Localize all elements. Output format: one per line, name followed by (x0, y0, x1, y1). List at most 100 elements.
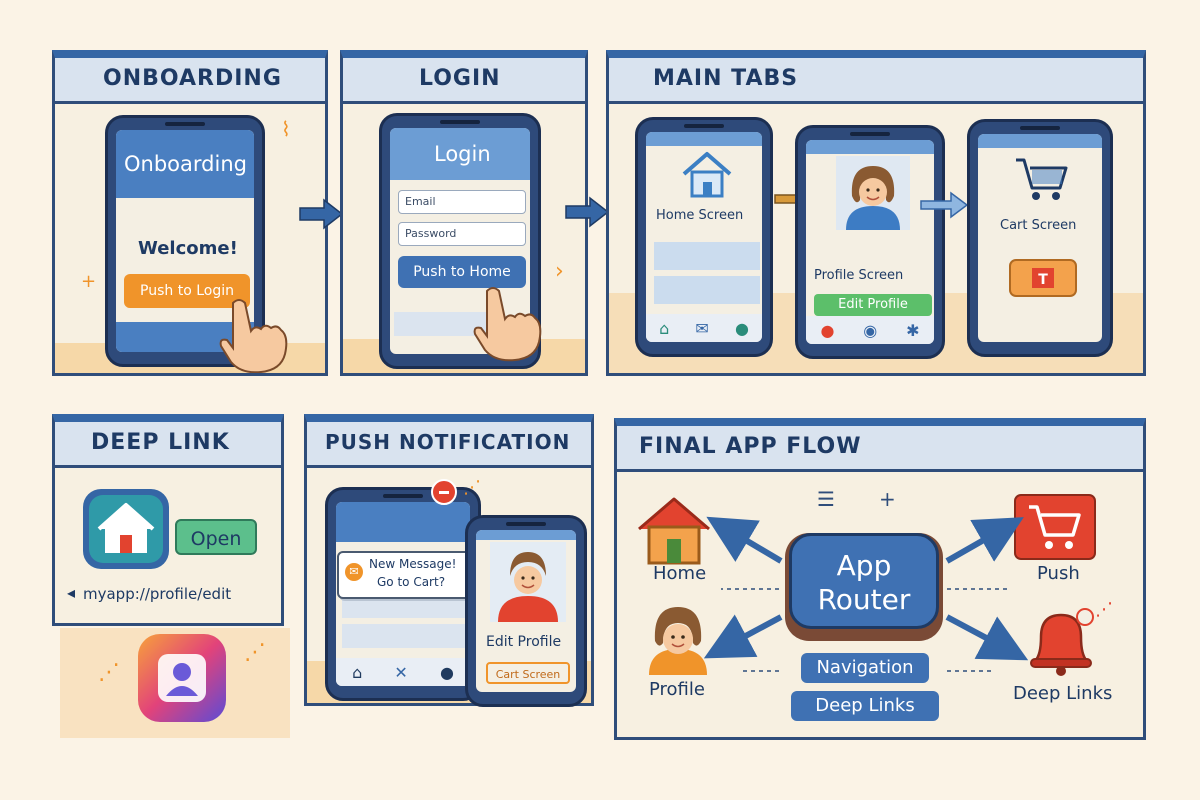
list-icon: ☰ (817, 487, 835, 511)
main-tabs-header: MAIN TABS (606, 50, 1146, 104)
sparkle-icon: ⋰ (463, 477, 481, 498)
open-link-button[interactable]: Open (175, 519, 257, 555)
sparkle-icon: ⋰ (1095, 599, 1113, 620)
tab-app-icon[interactable]: ✕ (394, 662, 408, 682)
router-line2: Router (817, 583, 911, 616)
sparkle-icon: ⌇ (281, 117, 291, 141)
profile-screen-label: Profile Screen (814, 268, 904, 283)
content-block (654, 276, 760, 304)
edit-profile-phone: Edit Profile Cart Screen (465, 515, 587, 707)
edit-profile-button[interactable]: Edit Profile (814, 294, 932, 316)
main-tabs-title: MAIN TABS (653, 66, 799, 91)
home-screen: Home Screen ⌂ ✉ ● (646, 132, 762, 342)
arrow-login-to-main-tabs (565, 196, 610, 228)
tab-search-icon[interactable]: ◉ (863, 320, 878, 340)
cart-phone: Cart Screen T (967, 119, 1113, 357)
plus-icon: + (81, 271, 97, 292)
profile-screen: Profile Screen Edit Profile ● ◉ ✱ (806, 140, 934, 344)
arrow-left-icon: ◂ (67, 583, 76, 602)
profile-phone: Profile Screen Edit Profile ● ◉ ✱ (795, 125, 945, 359)
house-app-icon[interactable] (81, 487, 171, 571)
notification-tab-bar: ⌂ ✕ ● (336, 658, 470, 686)
mail-icon: ✉ (345, 563, 363, 581)
push-node-label: Push (1037, 563, 1080, 584)
edit-profile-label: Edit Profile (486, 634, 562, 650)
deep-link-panel: DEEP LINK Open myapp://profile/edit ◂ (52, 414, 284, 626)
tab-mail-icon[interactable]: ✉ (695, 318, 709, 338)
cart-screen-header (978, 134, 1102, 148)
cart-screen-label: Cart Screen (1000, 218, 1077, 233)
deep-link-header: DEEP LINK (52, 414, 284, 468)
push-to-home-button[interactable]: Push to Home (398, 256, 526, 288)
arrow-router-to-profile (703, 614, 783, 659)
sparkle-icon: ⋰ (98, 660, 120, 685)
pointing-hand-icon (473, 287, 542, 362)
home-phone: Home Screen ⌂ ✉ ● (635, 117, 773, 357)
onboarding-header: ONBOARDING (52, 50, 328, 104)
content-block (342, 624, 470, 648)
notification-line1: New Message! (369, 557, 457, 571)
house-icon (682, 152, 732, 198)
cart-screen-button[interactable]: Cart Screen (486, 662, 570, 684)
onboarding-screen: Onboarding Welcome! Push to Login (116, 130, 254, 352)
tab-profile-icon[interactable]: ● (734, 318, 749, 338)
onboarding-screen-title: Onboarding (124, 152, 247, 176)
push-to-login-button[interactable]: Push to Login (124, 274, 250, 308)
app-router-node[interactable]: App Router (785, 533, 943, 641)
home-tab-bar: ⌂ ✉ ● (646, 314, 762, 342)
arrow-router-to-home (706, 516, 783, 564)
push-notification-panel: PUSH NOTIFICATION ⌂ ✕ ● ✉ New Message! G… (304, 414, 594, 707)
arrow-onboarding-to-login (299, 198, 344, 230)
email-field[interactable]: Email (398, 190, 526, 214)
onboarding-phone: Onboarding Welcome! Push to Login (105, 115, 265, 367)
chevron-right-icon: › (555, 259, 564, 284)
tab-home-icon[interactable]: ⌂ (352, 662, 363, 682)
sparkle-icon: ⋰ (244, 640, 266, 665)
plus-icon: + (879, 487, 896, 511)
tab-profile-icon[interactable]: ● (820, 320, 835, 340)
notification-badge-icon (431, 479, 457, 505)
router-line1: App (836, 549, 892, 582)
notification-banner[interactable]: ✉ New Message! Go to Cart? (337, 551, 483, 599)
tab-home-icon[interactable]: ⌂ (659, 318, 670, 338)
arrow-router-to-deep-links (945, 614, 1029, 661)
login-header: LOGIN (340, 50, 588, 104)
house-icon (638, 497, 710, 565)
final-flow-panel: FINAL APP FLOW ☰ + App Router Navigation… (614, 418, 1146, 740)
avatar-icon (490, 542, 566, 622)
arrow-profile-to-cart (920, 191, 969, 219)
svg-text:T: T (1038, 272, 1048, 288)
password-field[interactable]: Password (398, 222, 526, 246)
home-screen-label: Home Screen (656, 208, 744, 223)
edit-profile-screen: Edit Profile Cart Screen (476, 530, 576, 692)
pointing-hand-icon (219, 299, 288, 373)
deep-link-url: myapp://profile/edit (83, 585, 232, 603)
tab-profile-icon[interactable]: ● (439, 662, 454, 682)
main-tabs-panel: MAIN TABS Home Screen ⌂ ✉ ● (606, 50, 1146, 376)
deep-link-title: DEEP LINK (91, 430, 230, 455)
edit-profile-screen-header (476, 530, 576, 540)
profile-tab-bar: ● ◉ ✱ (806, 316, 934, 344)
login-title: LOGIN (419, 66, 501, 91)
content-block (654, 242, 760, 270)
arrow-router-to-push (945, 517, 1024, 564)
onboarding-title: ONBOARDING (103, 66, 282, 91)
flow-arrows (703, 516, 1029, 672)
onboarding-screen-header (116, 130, 254, 198)
profile-node-label: Profile (649, 679, 705, 700)
tab-settings-icon[interactable]: ✱ (906, 320, 920, 340)
cart-icon (1016, 158, 1068, 200)
avatar-icon (836, 156, 910, 230)
profile-screen-header (806, 140, 934, 154)
notification-line2: Go to Cart? (377, 575, 446, 589)
deep-links-tag: Deep Links (791, 691, 939, 721)
profile-app-icon[interactable] (134, 630, 230, 726)
final-flow-header: FINAL APP FLOW (614, 418, 1146, 472)
home-node-label: Home (653, 563, 707, 584)
push-notification-title: PUSH NOTIFICATION (325, 430, 571, 454)
placeholder-block (394, 312, 504, 336)
package-icon: T (1009, 259, 1077, 297)
bell-icon (1030, 608, 1094, 676)
navigation-tag: Navigation (801, 653, 929, 683)
login-panel: LOGIN Login Email Password Push to Home … (340, 50, 588, 376)
